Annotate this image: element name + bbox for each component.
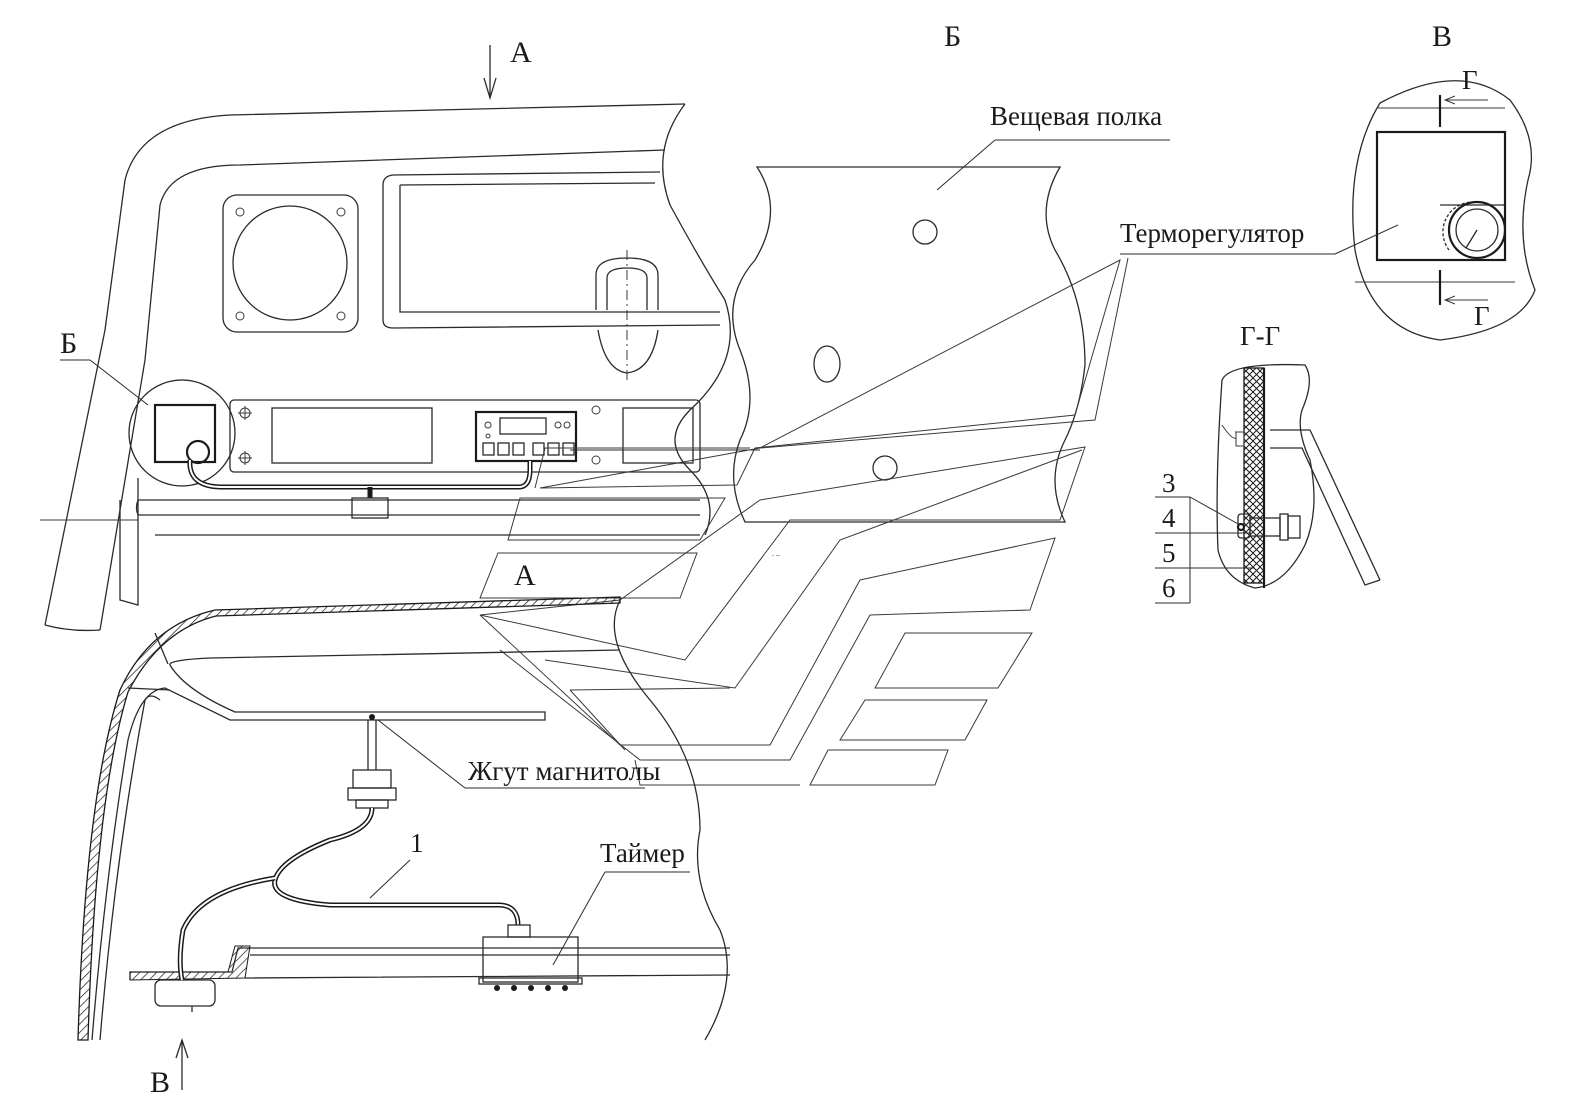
cab-upper-view: Б [40,103,760,632]
section-arrow-top-label: Г [1462,65,1478,95]
callout-b-circle: Б [60,327,236,487]
item-6-label: 6 [1162,573,1176,603]
control-panel [229,399,760,473]
timer-box [478,924,583,991]
section-arrow-bottom-label: Г [1474,301,1490,331]
view-v-title: В [1432,20,1452,53]
item-4-label: 4 [1162,503,1176,533]
callout-b-label: Б [60,327,77,360]
section-g-g: Г-Г 3 4 5 6 [1155,321,1381,604]
view-v: В Г Г Терморегулятор [1120,20,1536,341]
cab-lower-view: Жгут магнитолы 1 Таймер [77,596,731,1041]
upper-wire [187,459,533,519]
view-v-arrow: В [150,1037,189,1099]
item-3-label: 3 [1162,468,1176,498]
timer-label: Таймер [600,838,685,868]
overhead-compartment [382,171,721,380]
view-a-title: А [514,559,536,592]
speaker [222,194,359,333]
radio-harness-label: Жгут магнитолы [468,756,660,786]
view-a-arrow-label: А [510,36,532,69]
item-5-label: 5 [1162,538,1176,568]
panel-timer-unit [474,410,578,463]
chevron-panels [479,257,1129,786]
view-a-arrow: А [483,36,532,101]
thermostat-label: Терморегулятор [1120,218,1304,248]
dots: . .. [772,549,780,558]
view-b-title: Б [944,20,961,53]
view-b: Б Вещевая полка . .. [732,20,1170,558]
view-v-arrow-label: В [150,1066,170,1099]
item-1-label: 1 [410,828,424,858]
section-title: Г-Г [1240,321,1280,351]
shelf-label: Вещевая полка [990,101,1162,131]
